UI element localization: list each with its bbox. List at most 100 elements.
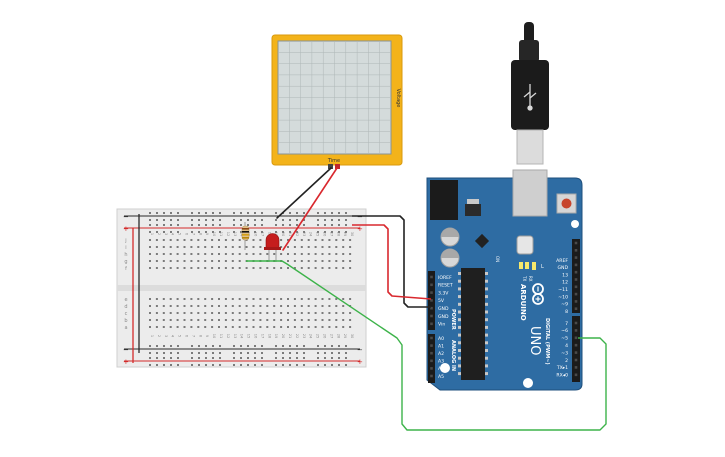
breadboard-hole[interactable]	[345, 231, 347, 233]
breadboard-hole[interactable]	[303, 212, 305, 214]
header-socket[interactable]	[574, 270, 578, 274]
breadboard-hole[interactable]	[328, 239, 331, 241]
breadboard-hole[interactable]	[289, 224, 291, 226]
breadboard-hole[interactable]	[205, 219, 207, 221]
breadboard-hole[interactable]	[331, 352, 333, 354]
breadboard-hole[interactable]	[300, 312, 303, 314]
breadboard-hole[interactable]	[191, 357, 193, 359]
breadboard-hole[interactable]	[275, 219, 277, 221]
breadboard-hole[interactable]	[247, 364, 249, 366]
breadboard-hole[interactable]	[307, 267, 310, 269]
dc-power-jack[interactable]	[430, 180, 458, 220]
breadboard-hole[interactable]	[197, 260, 200, 262]
breadboard-hole[interactable]	[162, 246, 165, 248]
breadboard-hole[interactable]	[259, 312, 262, 314]
breadboard-hole[interactable]	[204, 298, 207, 300]
header-socket[interactable]	[430, 322, 433, 326]
breadboard-hole[interactable]	[198, 224, 200, 226]
breadboard-hole[interactable]	[218, 267, 220, 269]
breadboard-hole[interactable]	[261, 345, 263, 347]
header-socket[interactable]	[430, 336, 433, 340]
breadboard-hole[interactable]	[261, 231, 263, 233]
breadboard-hole[interactable]	[190, 260, 193, 262]
breadboard-hole[interactable]	[282, 345, 284, 347]
breadboard-hole[interactable]	[259, 267, 262, 269]
breadboard-hole[interactable]	[273, 267, 276, 269]
breadboard-hole[interactable]	[170, 364, 172, 366]
breadboard-hole[interactable]	[219, 357, 221, 359]
header-socket[interactable]	[574, 343, 578, 347]
breadboard-hole[interactable]	[328, 326, 331, 328]
breadboard-hole[interactable]	[261, 357, 263, 359]
breadboard-hole[interactable]	[198, 345, 200, 347]
breadboard-hole[interactable]	[282, 357, 284, 359]
header-socket[interactable]	[574, 329, 578, 332]
breadboard-hole[interactable]	[247, 357, 249, 359]
breadboard-hole[interactable]	[219, 212, 221, 214]
breadboard-hole[interactable]	[238, 260, 241, 262]
breadboard-hole[interactable]	[231, 298, 234, 300]
breadboard-hole[interactable]	[300, 319, 303, 321]
breadboard-hole[interactable]	[259, 246, 262, 248]
breadboard-hole[interactable]	[224, 312, 227, 314]
breadboard-hole[interactable]	[349, 326, 352, 328]
header-socket[interactable]	[430, 314, 433, 318]
breadboard-hole[interactable]	[231, 246, 234, 248]
breadboard-hole[interactable]	[238, 239, 241, 241]
breadboard-hole[interactable]	[261, 352, 263, 354]
breadboard-hole[interactable]	[254, 357, 256, 359]
usb-cable[interactable]	[511, 22, 549, 165]
breadboard-hole[interactable]	[289, 357, 291, 359]
breadboard-hole[interactable]	[293, 319, 296, 321]
breadboard-hole[interactable]	[245, 298, 248, 300]
breadboard-hole[interactable]	[331, 219, 333, 221]
digital-header-bottom[interactable]	[572, 316, 580, 382]
header-socket[interactable]	[430, 374, 433, 378]
breadboard-hole[interactable]	[335, 267, 338, 269]
breadboard-hole[interactable]	[155, 267, 158, 269]
breadboard-hole[interactable]	[349, 319, 352, 321]
breadboard-hole[interactable]	[183, 267, 186, 269]
breadboard-hole[interactable]	[287, 298, 289, 300]
breadboard-hole[interactable]	[314, 260, 317, 262]
breadboard-hole[interactable]	[314, 319, 317, 321]
breadboard-hole[interactable]	[289, 212, 291, 214]
breadboard-hole[interactable]	[261, 219, 263, 221]
breadboard-hole[interactable]	[287, 312, 289, 314]
breadboard-hole[interactable]	[176, 260, 179, 262]
breadboard-hole[interactable]	[247, 212, 249, 214]
breadboard-hole[interactable]	[245, 319, 248, 321]
breadboard-hole[interactable]	[163, 231, 165, 233]
breadboard-hole[interactable]	[155, 253, 158, 255]
breadboard-hole[interactable]	[163, 219, 165, 221]
header-socket[interactable]	[574, 285, 578, 289]
breadboard-hole[interactable]	[342, 305, 345, 307]
breadboard-hole[interactable]	[170, 345, 172, 347]
breadboard-hole[interactable]	[254, 345, 256, 347]
breadboard-hole[interactable]	[280, 319, 283, 321]
header-socket[interactable]	[430, 367, 433, 370]
breadboard-hole[interactable]	[218, 305, 220, 307]
breadboard-hole[interactable]	[176, 319, 179, 321]
breadboard-hole[interactable]	[218, 246, 220, 248]
breadboard-hole[interactable]	[289, 352, 291, 354]
breadboard-hole[interactable]	[177, 352, 179, 354]
breadboard-hole[interactable]	[252, 239, 255, 241]
breadboard-hole[interactable]	[155, 239, 158, 241]
breadboard-hole[interactable]	[170, 231, 172, 233]
breadboard-hole[interactable]	[233, 345, 235, 347]
breadboard-hole[interactable]	[349, 267, 352, 269]
breadboard-hole[interactable]	[282, 364, 284, 366]
breadboard-hole[interactable]	[275, 212, 277, 214]
breadboard-hole[interactable]	[212, 231, 214, 233]
breadboard-hole[interactable]	[190, 253, 193, 255]
breadboard-hole[interactable]	[254, 212, 256, 214]
breadboard-hole[interactable]	[224, 319, 227, 321]
breadboard-hole[interactable]	[204, 319, 207, 321]
breadboard-hole[interactable]	[293, 312, 296, 314]
header-socket[interactable]	[574, 358, 578, 362]
breadboard-hole[interactable]	[177, 224, 179, 226]
breadboard-hole[interactable]	[307, 260, 310, 262]
breadboard-hole[interactable]	[335, 246, 338, 248]
breadboard-hole[interactable]	[183, 253, 186, 255]
